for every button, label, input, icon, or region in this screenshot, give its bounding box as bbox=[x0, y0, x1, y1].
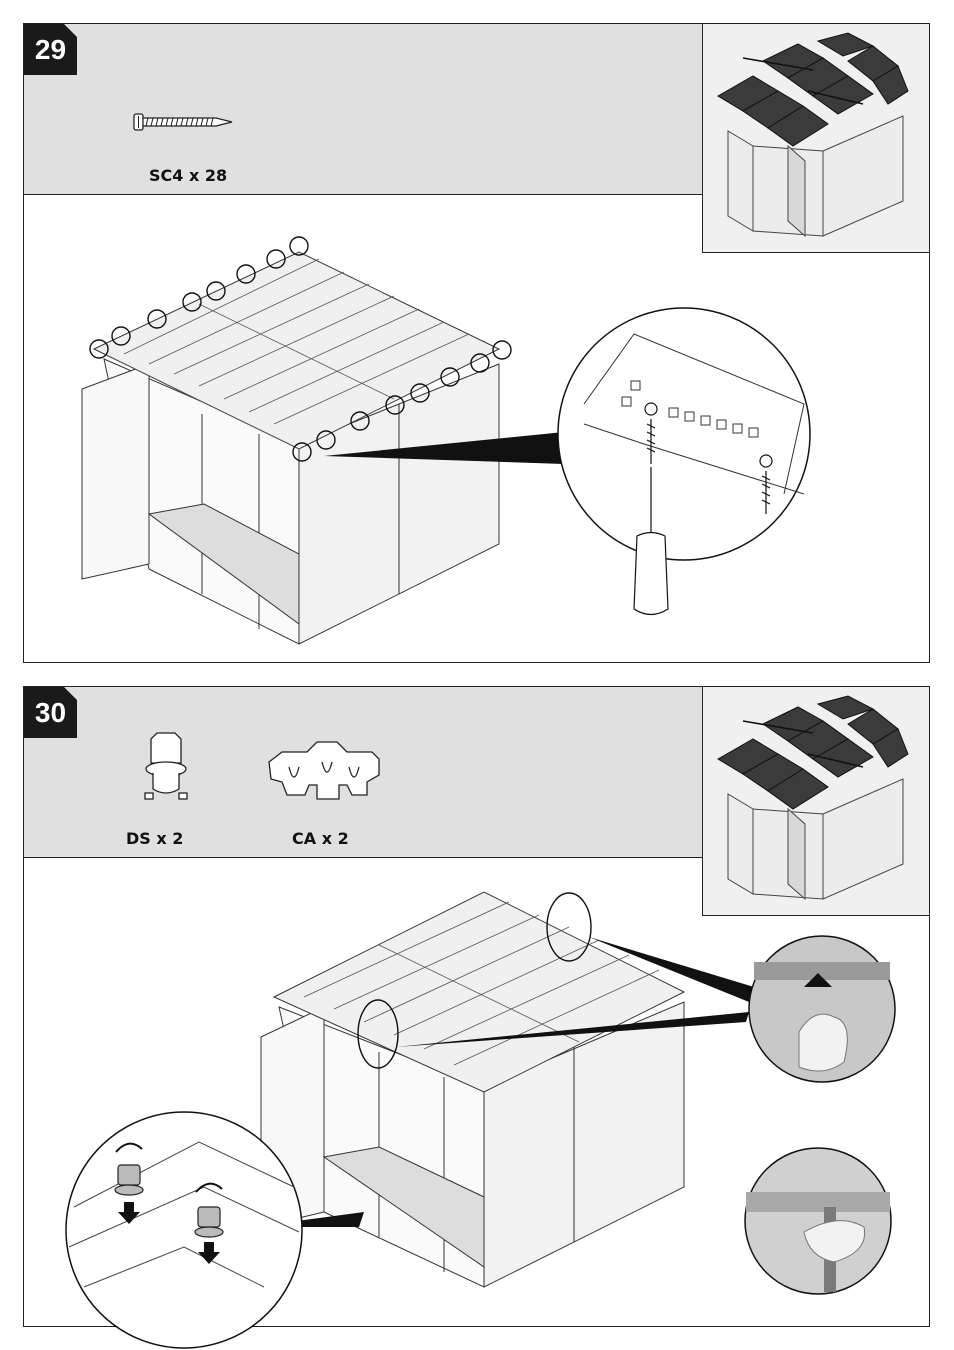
step-30-panel: 30 DS x 2 CA x 2 bbox=[23, 686, 930, 1327]
shed-assembly-drawing bbox=[24, 687, 931, 1328]
shed-assembly-drawing bbox=[24, 24, 931, 664]
step-29-panel: 29 SC4 x 28 bbox=[23, 23, 930, 663]
